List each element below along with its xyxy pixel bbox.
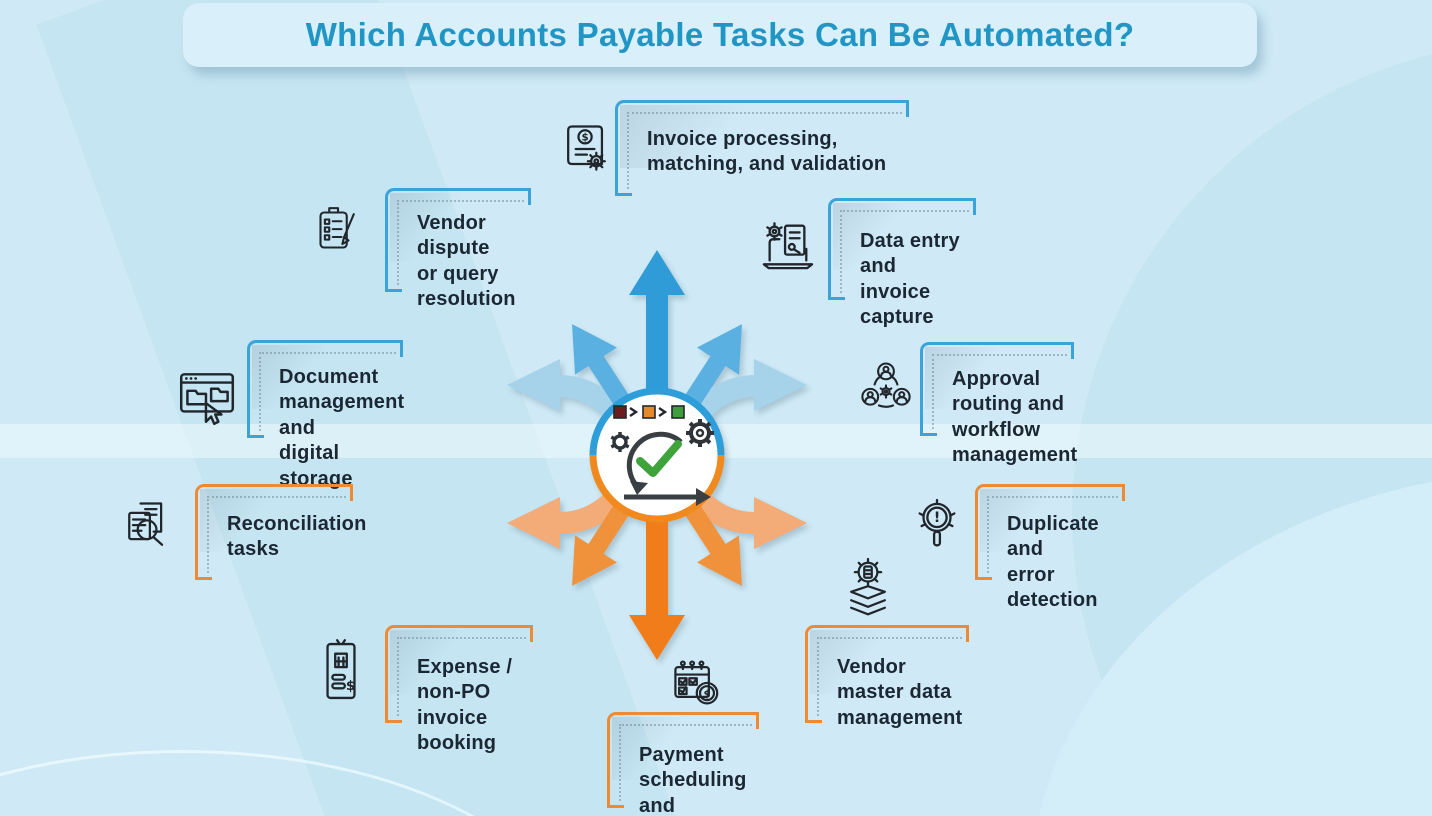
task-label: Vendor dispute or query resolution <box>417 212 516 311</box>
calendar-payment-icon: $ <box>666 656 722 713</box>
mobile-invoice-icon: $ <box>316 636 366 711</box>
hub-ring-orange <box>589 454 725 523</box>
title-banner: Which Accounts Payable Tasks Can Be Auto… <box>183 3 1257 67</box>
laptop-invoice-icon <box>756 218 818 277</box>
task-label: Data entry and invoice capture <box>860 230 960 329</box>
svg-text:$: $ <box>703 689 710 700</box>
task-label: Document management and digital storage <box>279 366 405 490</box>
hub-ring-blue <box>589 387 725 456</box>
approval-people-icon <box>858 360 914 421</box>
hub-circle <box>593 391 721 519</box>
browser-folders-icon <box>174 366 240 433</box>
task-label: Reconciliation tasks <box>227 513 367 561</box>
arrow-down <box>629 470 685 660</box>
svg-text:$: $ <box>346 679 355 694</box>
invoice-gear-icon: $ <box>556 118 616 185</box>
svg-text:!: ! <box>934 510 941 526</box>
page-title: Which Accounts Payable Tasks Can Be Auto… <box>305 16 1135 53</box>
hub-arrows-graphic <box>507 250 807 660</box>
svg-text:$: $ <box>581 132 588 144</box>
task-label: Expense / non-PO invoice booking <box>417 656 513 755</box>
magnifier-alert-icon: ! <box>910 496 964 563</box>
task-label: Vendor master data management <box>837 656 963 729</box>
task-label: Approval routing and workflow management <box>952 368 1078 467</box>
task-label: Invoice processing, matching, and valida… <box>647 128 887 176</box>
layers-gear-icon <box>838 557 898 625</box>
clipboard-pencil-icon <box>310 200 366 265</box>
automation-sprint-icon <box>610 405 714 506</box>
check-mark <box>636 440 682 477</box>
arrow-up <box>629 250 685 440</box>
task-label: Payment scheduling and execution <box>639 744 747 816</box>
task-label: Duplicate and error detection <box>1007 513 1099 612</box>
documents-magnifier-icon <box>118 496 178 561</box>
